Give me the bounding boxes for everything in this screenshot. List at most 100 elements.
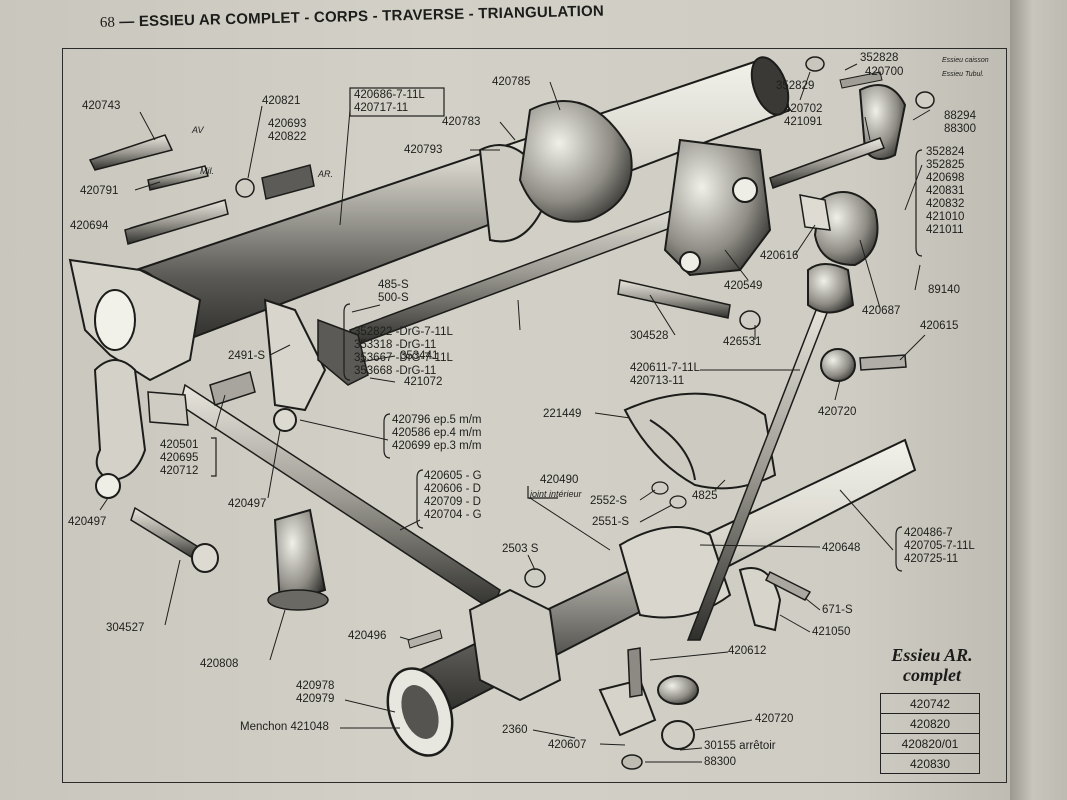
label-88294: 88294 bbox=[944, 110, 976, 122]
legend-title-line1: Essieu AR. bbox=[891, 645, 973, 665]
label-420586: 420586 ep.4 m/m bbox=[392, 427, 482, 439]
label-420700-note: Essieu Tubul. bbox=[942, 71, 984, 78]
label-4825: 4825 bbox=[692, 490, 718, 502]
label-group-485s: 485-S 500-S bbox=[378, 279, 409, 305]
label-group-420611: 420611-7-11L 420713-11 bbox=[630, 362, 700, 388]
label-420796: 420796 ep.5 m/m bbox=[392, 414, 482, 426]
label-353441: 353441 bbox=[400, 350, 439, 362]
label-89140: 89140 bbox=[928, 284, 960, 296]
legend-cell: 420820/01 bbox=[880, 733, 980, 754]
label-421010: 421010 bbox=[926, 211, 965, 223]
label-671s: 671-S bbox=[822, 604, 853, 616]
label-420821: 420821 bbox=[262, 95, 301, 107]
label-304527: 304527 bbox=[106, 622, 145, 634]
label-group-420702: 420702 421091 bbox=[784, 103, 822, 129]
label-420611: 420611-7-11L bbox=[630, 362, 700, 374]
label-420831: 420831 bbox=[926, 185, 965, 197]
label-group-352824: 352824 352825 420698 420831 420832 42101… bbox=[926, 146, 964, 237]
label-420490: 420490 bbox=[540, 474, 579, 486]
label-420616: 420616 bbox=[760, 250, 799, 262]
label-420496: 420496 bbox=[348, 630, 387, 642]
label-420612: 420612 bbox=[728, 645, 767, 657]
label-420783: 420783 bbox=[442, 116, 481, 128]
label-353318: 353318 -DrG-11 bbox=[354, 339, 437, 351]
label-421050: 421050 bbox=[812, 626, 851, 638]
label-420501: 420501 bbox=[160, 439, 199, 451]
label-88300-bottom: 88300 bbox=[704, 756, 736, 768]
label-352828-note: Essieu caisson bbox=[942, 57, 989, 64]
label-352822: 352822 -DrG-7-11L bbox=[354, 326, 453, 338]
label-420712: 420712 bbox=[160, 465, 199, 477]
label-420549: 420549 bbox=[724, 280, 763, 292]
label-420686: 420686-7-11L bbox=[354, 89, 425, 101]
legend-cell: 420820 bbox=[880, 713, 980, 734]
label-2360: 2360 bbox=[502, 724, 528, 736]
left-end-bracket bbox=[68, 258, 202, 382]
next-page-edge bbox=[1010, 0, 1067, 800]
label-500s: 500-S bbox=[378, 292, 409, 304]
label-420693: 420693 bbox=[268, 118, 307, 130]
label-420694: 420694 bbox=[70, 220, 109, 232]
legend-row: 420830 bbox=[880, 753, 980, 774]
legend-cell: 420742 bbox=[880, 693, 980, 714]
label-420699: 420699 ep.3 m/m bbox=[392, 440, 482, 452]
label-420720-top: 420720 bbox=[818, 406, 857, 418]
label-420605: 420605 - G bbox=[424, 470, 482, 482]
label-421072: 421072 bbox=[404, 376, 443, 388]
label-352825: 352825 bbox=[926, 159, 965, 171]
label-485s: 485-S bbox=[378, 279, 409, 291]
label-2491s: 2491-S bbox=[228, 350, 266, 362]
label-421011: 421011 bbox=[926, 224, 964, 236]
label-420822: 420822 bbox=[268, 131, 307, 143]
legend-cell: 420830 bbox=[880, 753, 980, 774]
label-ar: AR. bbox=[318, 169, 334, 179]
label-420695: 420695 bbox=[160, 452, 199, 464]
label-420743: 420743 bbox=[82, 100, 121, 112]
grouping-braces bbox=[211, 87, 923, 572]
label-420700: 420700 bbox=[865, 66, 904, 78]
label-420702: 420702 bbox=[784, 103, 823, 115]
label-group-352822: 352822 -DrG-7-11L 353318 -DrG-11 353667 … bbox=[354, 326, 453, 378]
label-group-420693: 420693 420822 bbox=[268, 118, 306, 144]
label-menchon-421048: Menchon 421048 bbox=[240, 721, 329, 733]
label-420698: 420698 bbox=[926, 172, 965, 184]
label-2503s: 2503 S bbox=[502, 543, 539, 555]
label-420648: 420648 bbox=[822, 542, 861, 554]
label-420979: 420979 bbox=[296, 693, 335, 705]
label-420808: 420808 bbox=[200, 658, 239, 670]
legend-title-line2: complet bbox=[903, 665, 961, 685]
label-420704: 420704 - G bbox=[424, 509, 482, 521]
label-352824: 352824 bbox=[926, 146, 965, 158]
legend-table: 420742 420820 420820/01 420830 bbox=[880, 693, 980, 774]
diagram-frame bbox=[62, 48, 1007, 783]
lower-small-parts bbox=[130, 481, 812, 770]
label-group-88294: 88294 88300 bbox=[944, 110, 976, 136]
triangulation-strut bbox=[93, 298, 501, 612]
label-88300-top: 88300 bbox=[944, 123, 976, 135]
right-bracket-assembly bbox=[663, 56, 935, 277]
lower-axle-tube bbox=[386, 438, 917, 757]
mudguard-and-rod bbox=[617, 263, 907, 641]
label-352829: 352829 bbox=[776, 80, 815, 92]
label-352828: 352828 bbox=[860, 52, 899, 64]
label-420978: 420978 bbox=[296, 680, 335, 692]
label-420607: 420607 bbox=[548, 739, 587, 751]
label-mil: Mil. bbox=[200, 166, 214, 176]
label-421091: 421091 bbox=[784, 116, 823, 128]
label-420725: 420725-11 bbox=[904, 553, 959, 565]
label-420791: 420791 bbox=[80, 185, 119, 197]
label-420793: 420793 bbox=[404, 144, 443, 156]
legend-title: Essieu AR. complet bbox=[882, 645, 982, 685]
label-420832: 420832 bbox=[926, 198, 965, 210]
label-304528: 304528 bbox=[630, 330, 669, 342]
label-426531: 426531 bbox=[723, 336, 762, 348]
label-group-420605: 420605 - G 420606 - D 420709 - D 420704 … bbox=[424, 470, 482, 522]
label-2552s: 2552-S bbox=[590, 495, 628, 507]
label-420709: 420709 - D bbox=[424, 496, 481, 508]
label-353668: 353668 -DrG-11 bbox=[354, 365, 437, 377]
legend-row: 420820/01 bbox=[880, 733, 980, 754]
label-420717: 420717-11 bbox=[354, 102, 409, 114]
label-av: AV bbox=[192, 125, 204, 135]
label-30155-arretoir: 30155 arrêtoir bbox=[704, 740, 776, 752]
